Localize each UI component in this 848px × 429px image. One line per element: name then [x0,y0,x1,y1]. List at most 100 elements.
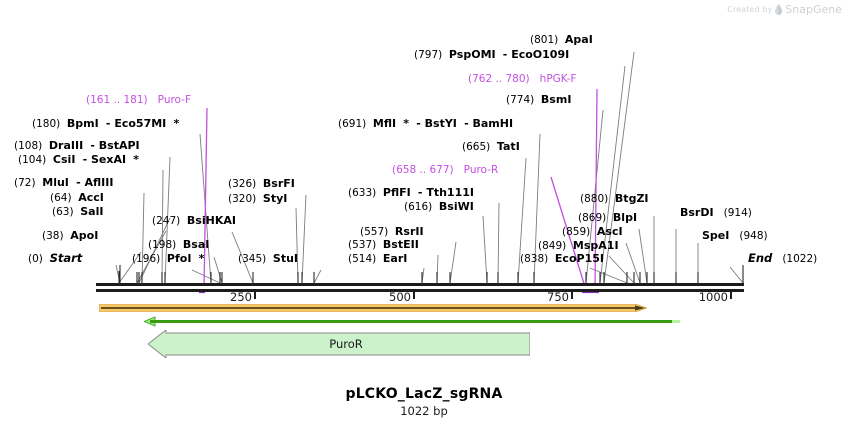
enzyme-label-859[interactable]: (859) AscI [562,226,623,239]
enzyme-pos-665: (665) [462,141,491,153]
enzyme-pos-196: (196) [132,253,161,265]
enzyme-label-537[interactable]: (537) BstEII [348,238,419,252]
enzyme-label-345[interactable]: (345) StuI [238,253,298,266]
vector-bar-arrowhead [635,305,645,311]
end-name: End [748,251,773,265]
enzyme-label-38[interactable]: (38) ApoI [42,230,98,243]
enzyme-pos-104: (104) [18,154,47,166]
enzyme-name-bpmi: BpmI [66,117,99,130]
enzyme-name-bsrfi: BsrFI [262,177,295,190]
enzyme-name-btgzi: BtgZI [614,192,649,205]
enzyme-label-514[interactable]: (514) EarI [348,252,408,266]
enzyme-label-774[interactable]: (774) BsmI [506,94,571,107]
enzyme-name-draiii: DraIII [48,139,84,152]
feature-puror[interactable] [148,330,530,358]
enzyme-name-ecoo109i: EcoO109I [511,48,570,61]
enzyme-pos-948: (948) [739,230,768,242]
enzyme-name-pspomi: PspOMI [448,48,496,61]
enzyme-label-849[interactable]: (849) MspA1I [538,240,619,253]
enzyme-label-198[interactable]: (198) BsaI [148,239,209,252]
page-title: pLCKO_LacZ_sgRNA [345,386,503,402]
backbone-bottom-strand [96,289,744,292]
enzyme-pos-514: (514) [348,253,377,265]
label-start[interactable]: (0) Start [28,252,82,265]
enzyme-pos-326: (326) [228,178,257,190]
puror-orf-arrow-line[interactable] [144,316,680,327]
enzyme-label-108[interactable]: (108) DraIII - BstAPI [14,139,140,153]
primer-name-hpgk-f: hPGK-F [539,73,577,85]
snapgene-watermark: Created by SnapGene [727,3,842,16]
leader-line-859 [625,242,641,284]
ruler-label-500: 500 [389,290,411,304]
enzyme-name-eco57mi: Eco57MI [114,117,167,130]
enzyme-pos-72: (72) [14,177,36,189]
enzyme-label-838[interactable]: (838) EcoP15I [520,252,604,266]
leader-line-196 [191,269,221,284]
primer-label-puro-r[interactable]: (658 .. 677) Puro-R [392,164,498,176]
ruler-tick-500 [413,291,415,299]
enzyme-name-bamhi: BamHI [472,117,514,130]
vector-backbone-bar[interactable] [99,304,647,312]
enzyme-name-bstEII: BstEII [382,238,419,251]
enzyme-label-247[interactable]: (247) BsiHKAI [152,215,236,228]
enzyme-label-557[interactable]: (557) RsrII [360,225,424,239]
enzyme-pos-797: (797) [414,49,443,61]
enzyme-label-691[interactable]: (691) MflI * - BstYI - BamHI [338,117,514,131]
primer-label-puro-f[interactable]: (161 .. 181) Puro-F [86,94,191,106]
enzyme-label-797[interactable]: (797) PspOMI - EcoO109I [414,48,570,62]
enzyme-label-948[interactable]: SpeI (948) [702,230,768,243]
primer-name-puro-r: Puro-R [463,164,499,176]
ruler-label-250: 250 [230,290,252,304]
enzyme-pos-869: (869) [578,212,607,224]
backbone-gap [96,286,744,289]
enzyme-label-880[interactable]: (880) BtgZI [580,192,649,206]
enzyme-label-104[interactable]: (104) CsiI - SexAI * [18,153,140,167]
enzyme-name-sexai: SexAI [90,153,127,166]
enzyme-pos-801: (801) [530,34,559,46]
enzyme-name-pflfi: PflFI [382,186,411,199]
enzyme-label-801[interactable]: (801) ApaI [530,34,593,47]
enzyme-pos-320: (320) [228,193,257,205]
enzyme-pos-859: (859) [562,226,591,238]
enzyme-label-196[interactable]: (196) PfoI * [132,252,205,266]
enzyme-name-eari: EarI [382,252,408,265]
enzyme-pos-633: (633) [348,187,377,199]
enzyme-label-64[interactable]: (64) AccI [50,192,104,205]
sequence-backbone[interactable] [96,283,744,292]
enzyme-name-tth111i: Tth111I [426,186,474,199]
leader-line-514 [421,267,425,284]
leader-line-72 [141,192,145,284]
leader-line-869 [638,228,648,284]
enzyme-name-blpi: BlpI [612,211,638,224]
enzyme-name-ecop15i: EcoP15I [554,252,604,265]
enzyme-pos-537: (537) [348,239,377,251]
enzyme-label-63[interactable]: (63) SalI [52,206,103,219]
leader-line-345 [313,269,322,284]
enzyme-label-869[interactable]: (869) BlpI [578,211,638,225]
end-pos: (1022) [782,253,818,265]
enzyme-label-633[interactable]: (633) PflFI - Tth111I [348,186,474,200]
enzyme-pos-691: (691) [338,118,367,130]
enzyme-name-styi: StyI [262,192,288,205]
primer-label-hpgk-f[interactable]: (762 .. 780) hPGK-F [468,73,576,85]
enzyme-name-rsrii: RsrII [394,225,424,238]
label-end[interactable]: End (1022) [748,252,817,265]
leader-line-198 [213,256,223,284]
enzyme-label-616[interactable]: (616) BsiWI [404,201,474,214]
enzyme-label-326[interactable]: (326) BsrFI [228,177,295,191]
enzyme-name-bstapi: BstAPI [98,139,140,152]
leader-line-849 [608,255,635,284]
leader-line-557 [449,241,457,284]
enzyme-label-320[interactable]: (320) StyI [228,192,288,206]
enzyme-label-180[interactable]: (180) BpmI - Eco57MI * [32,117,180,131]
enzyme-label-72[interactable]: (72) MluI - AflIII [14,176,114,190]
enzyme-label-914[interactable]: BsrDI (914) [680,206,752,220]
start-name: Start [49,251,83,265]
enzyme-label-665[interactable]: (665) TatI [462,141,520,154]
enzyme-pos-914: (914) [723,207,752,219]
enzyme-name-bsrdi: BsrDI [680,206,714,219]
enzyme-pos-247: (247) [152,215,181,227]
leader-line-633 [497,202,500,284]
feature-puror-arrow-shape [148,330,530,358]
enzyme-pos-616: (616) [404,201,433,213]
